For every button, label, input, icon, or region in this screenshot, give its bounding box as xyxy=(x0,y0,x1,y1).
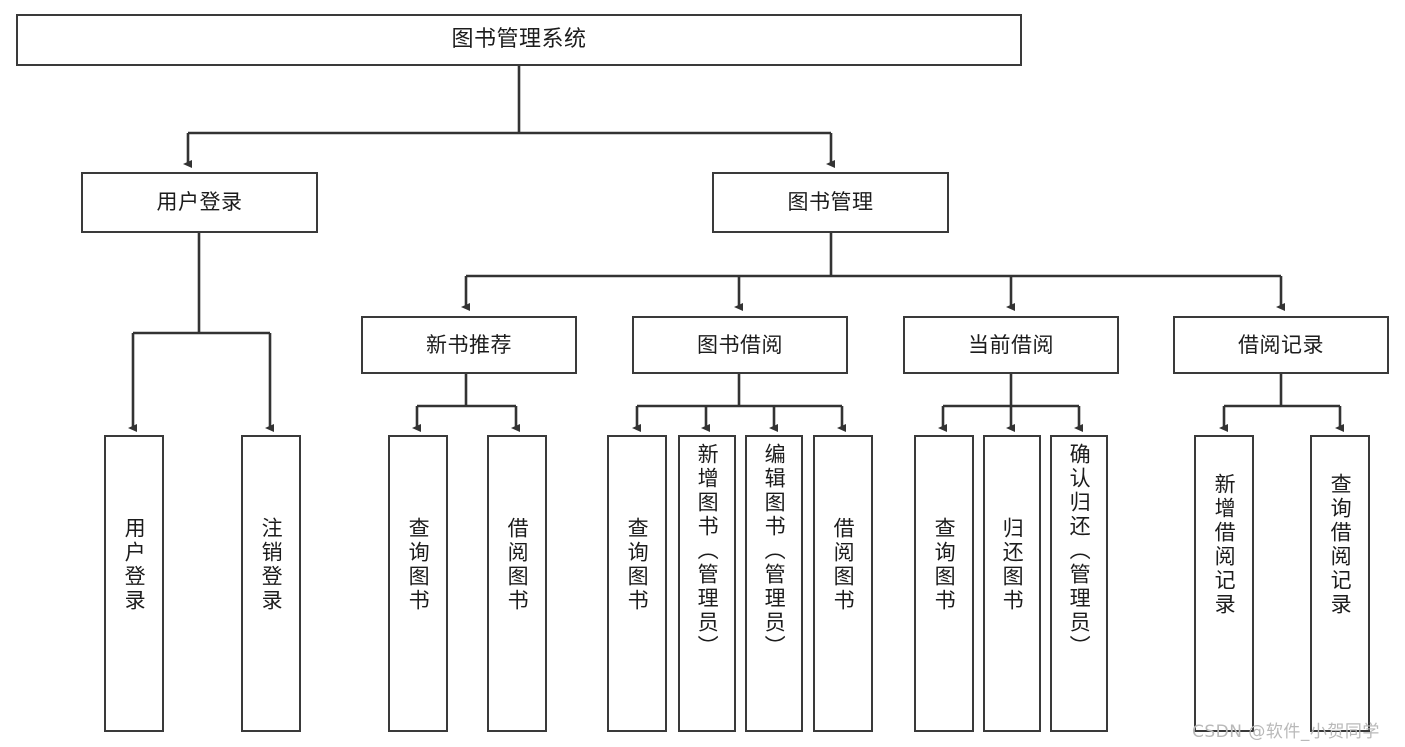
node-label: 查询图书 xyxy=(406,517,431,613)
node-label: 新增图书（管理员） xyxy=(695,443,720,659)
node-leaf-borrow-book-1[interactable]: 借阅图书 xyxy=(487,435,547,732)
node-leaf-query-book-3[interactable]: 查询图书 xyxy=(914,435,974,732)
node-label: 借阅记录 xyxy=(1238,332,1324,357)
node-label: 确认归还（管理员） xyxy=(1067,443,1092,659)
node-label: 图书管理 xyxy=(787,190,874,215)
node-leaf-edit-book[interactable]: 编辑图书（管理员） xyxy=(745,435,803,732)
node-label: 当前借阅 xyxy=(968,332,1054,357)
node-label: 新增借阅记录 xyxy=(1212,473,1237,617)
node-user-login[interactable]: 用户登录 xyxy=(81,172,318,233)
node-label: 图书管理系统 xyxy=(451,27,587,53)
node-leaf-confirm-return[interactable]: 确认归还（管理员） xyxy=(1050,435,1108,732)
node-leaf-add-record[interactable]: 新增借阅记录 xyxy=(1194,435,1254,732)
node-label: 图书借阅 xyxy=(697,332,783,357)
node-borrow-record[interactable]: 借阅记录 xyxy=(1173,316,1389,374)
node-label: 借阅图书 xyxy=(505,517,530,613)
node-leaf-query-book-2[interactable]: 查询图书 xyxy=(607,435,667,732)
node-label: 注销登录 xyxy=(259,517,284,613)
node-new-book-recommend[interactable]: 新书推荐 xyxy=(361,316,577,374)
node-label: 用户登录 xyxy=(122,517,147,613)
node-label: 用户登录 xyxy=(156,190,243,215)
node-current-borrow[interactable]: 当前借阅 xyxy=(903,316,1119,374)
node-leaf-user-login[interactable]: 用户登录 xyxy=(104,435,164,732)
node-root-system[interactable]: 图书管理系统 xyxy=(16,14,1022,66)
node-label: 借阅图书 xyxy=(831,517,856,613)
node-label: 查询图书 xyxy=(625,517,650,613)
node-label: 编辑图书（管理员） xyxy=(762,443,787,659)
node-label: 查询借阅记录 xyxy=(1328,473,1353,617)
node-leaf-logout-login[interactable]: 注销登录 xyxy=(241,435,301,732)
csdn-watermark: CSDN @软件_小贺同学 xyxy=(1192,722,1380,742)
node-leaf-return-book[interactable]: 归还图书 xyxy=(983,435,1041,732)
node-book-manage[interactable]: 图书管理 xyxy=(712,172,949,233)
node-leaf-query-record[interactable]: 查询借阅记录 xyxy=(1310,435,1370,732)
node-label: 归还图书 xyxy=(1000,517,1025,613)
node-leaf-borrow-book-2[interactable]: 借阅图书 xyxy=(813,435,873,732)
node-label: 查询图书 xyxy=(932,517,957,613)
node-leaf-add-book[interactable]: 新增图书（管理员） xyxy=(678,435,736,732)
node-label: 新书推荐 xyxy=(426,332,512,357)
node-book-borrow[interactable]: 图书借阅 xyxy=(632,316,848,374)
node-leaf-query-book-1[interactable]: 查询图书 xyxy=(388,435,448,732)
